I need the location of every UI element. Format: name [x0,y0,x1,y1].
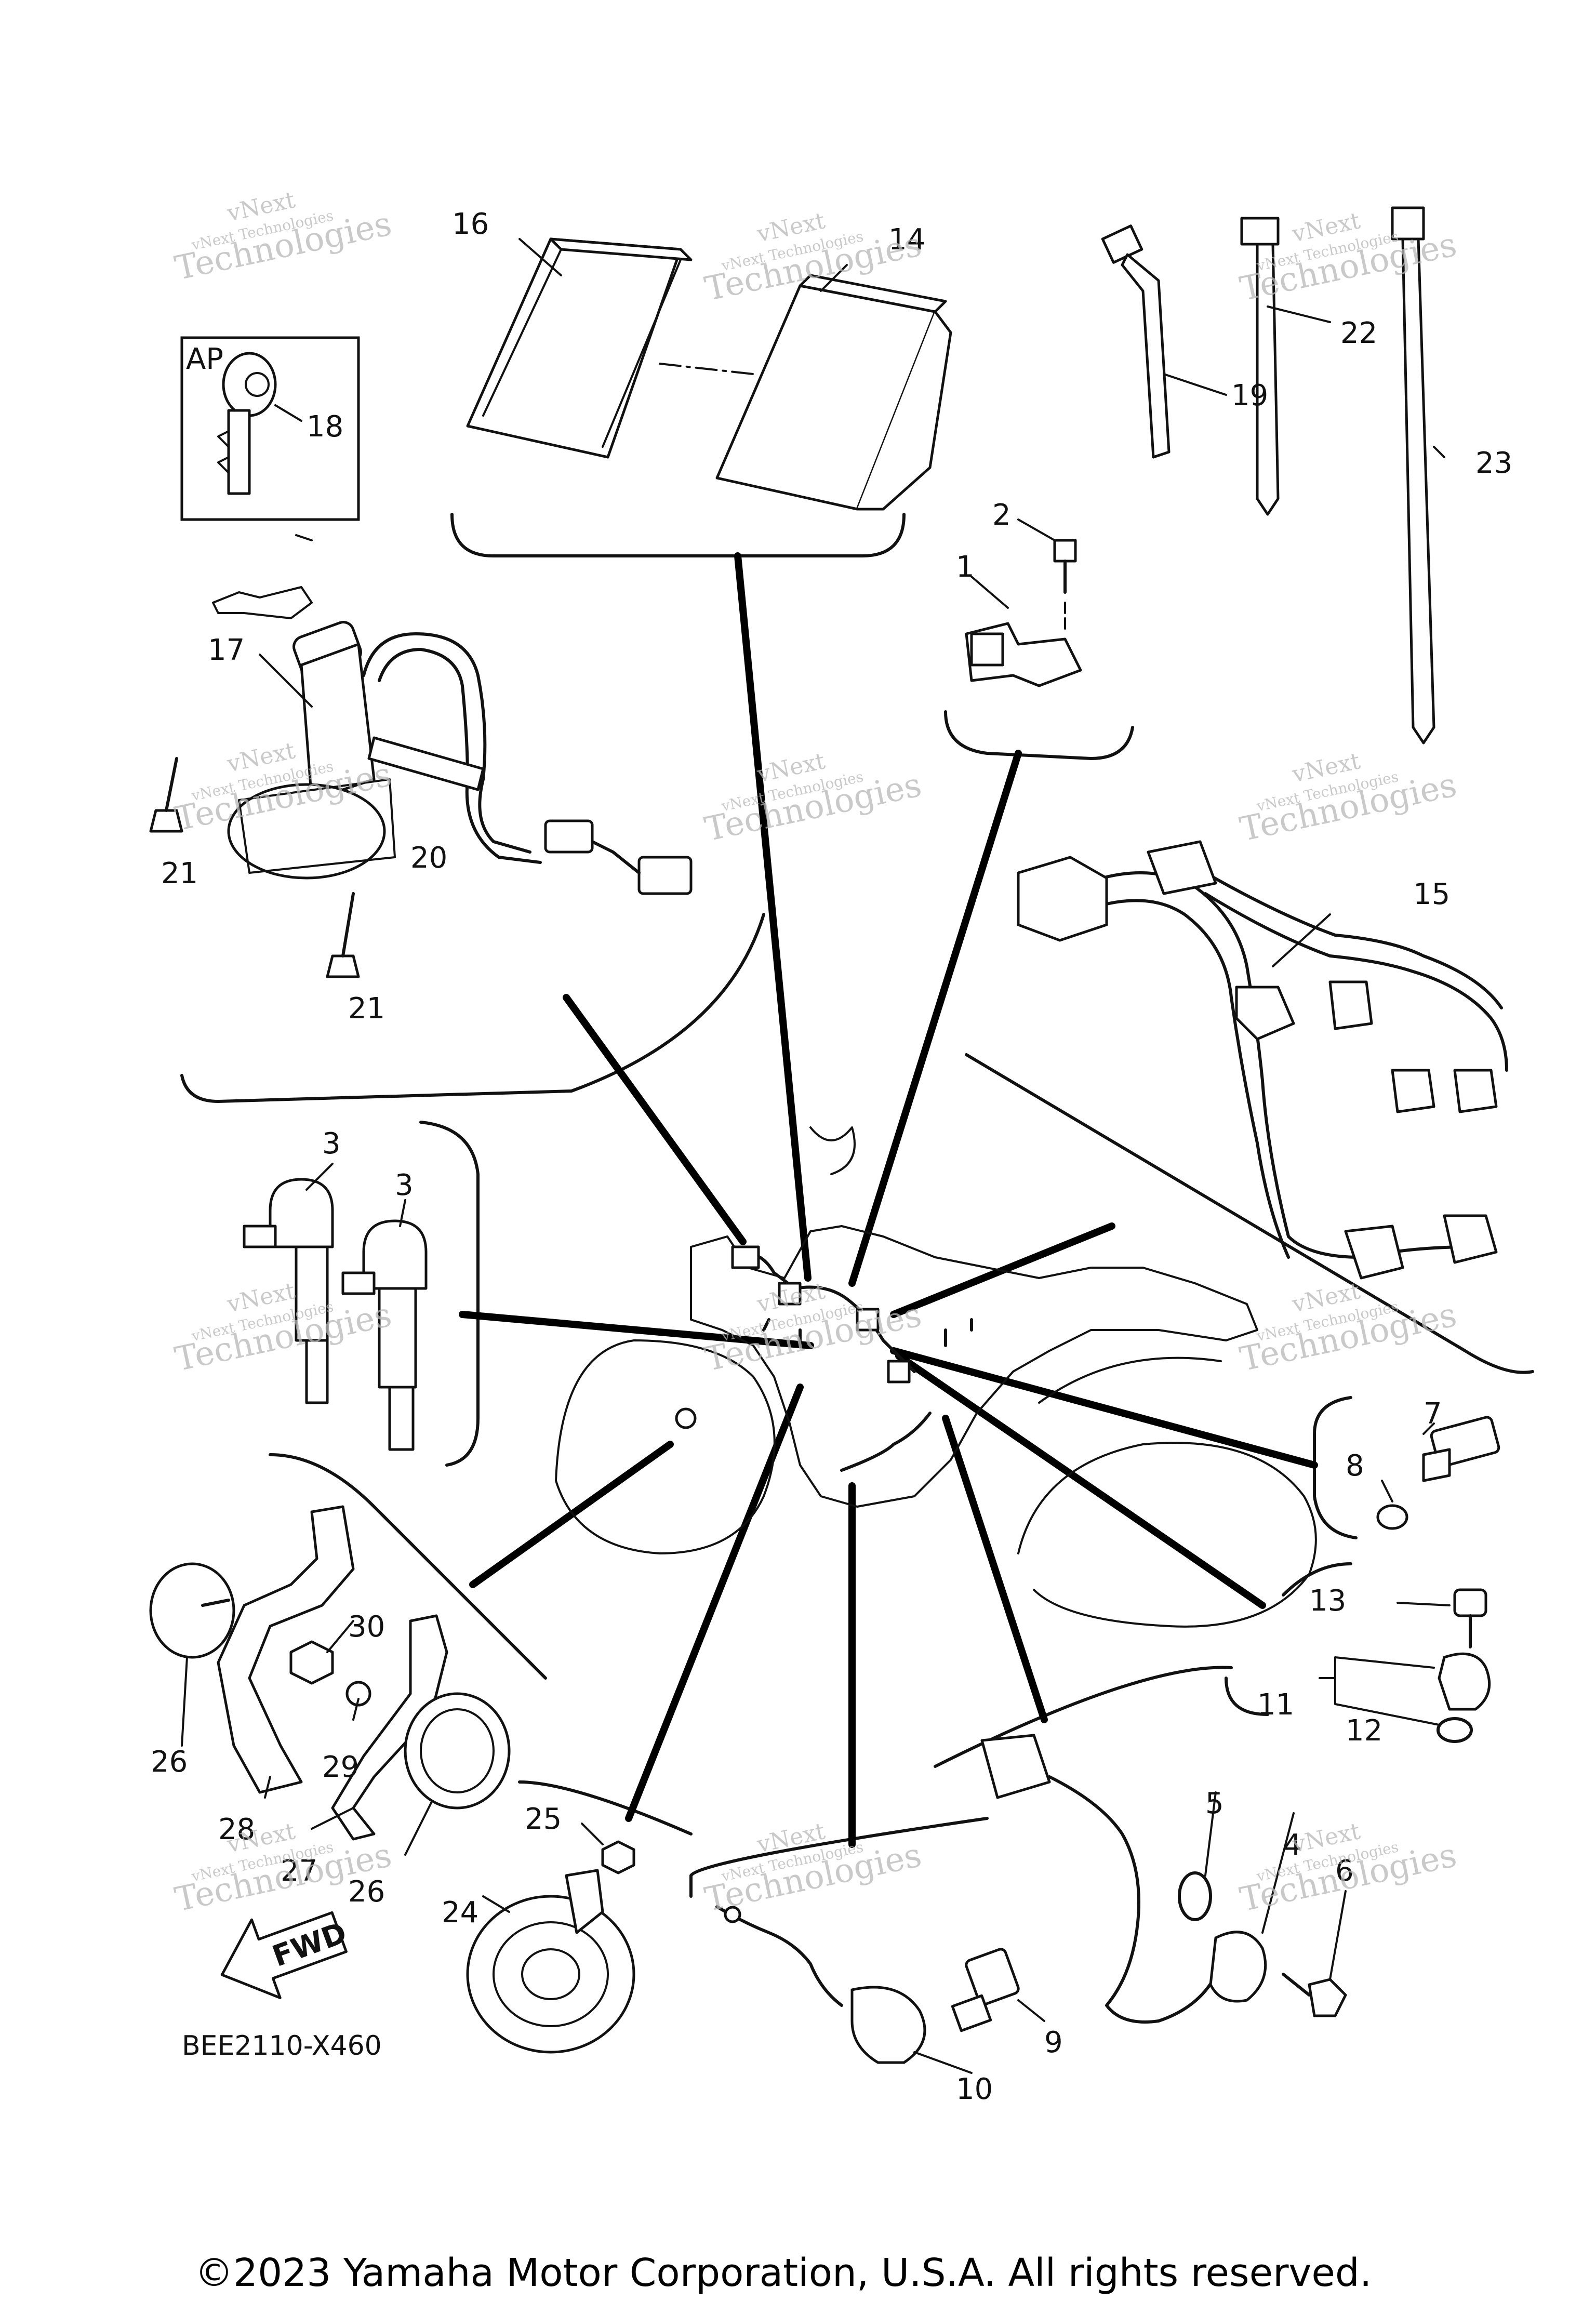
bolt-part-6 [1282,1973,1347,2017]
callout-numbers: 1 2 3 3 4 5 6 7 8 9 10 11 12 13 14 15 16… [151,207,1512,2106]
gasket-part-8 [1376,1504,1408,1530]
callout-29: 29 [322,1750,359,1784]
diagram-code: BEE2110-X460 [182,2030,382,2062]
callout-1: 1 [956,550,975,584]
callout-27: 27 [281,1854,317,1888]
cable-tie-part-23 [1391,206,1435,744]
callout-leaders [181,238,1451,2074]
ecu-part-14 [659,274,952,511]
callout-25: 25 [525,1802,562,1836]
cable-tie-part-22 [1240,217,1280,516]
watermark-9: vNext Technologies vNext Technologies [1236,1278,1460,1379]
callout-2: 2 [992,498,1011,532]
watermark-11: vNext Technologies vNext Technologies [701,1818,925,1919]
callout-9: 9 [1044,2026,1063,2059]
group-brackets [180,513,1534,1898]
copyright-notice: ©2023 Yamaha Motor Corporation, U.S.A. A… [195,2251,1372,2295]
bracket-part-27 [331,1614,448,1841]
callout-18: 18 [307,410,343,444]
bolt-part-29 [345,1681,371,1707]
motorcycle-outline [555,1126,1317,1628]
callout-12: 12 [1346,1714,1382,1748]
callout-11: 11 [1257,1688,1294,1722]
ignition-switch-part-17 [212,586,693,895]
callout-10: 10 [956,2072,993,2106]
callout-16: 16 [452,207,489,241]
callout-20: 20 [410,841,447,875]
watermark-1: vNext Technologies vNext Technologies [171,187,395,288]
callout-28: 28 [218,1813,255,1846]
ignition-key-icon [217,352,277,495]
callout-26a: 26 [151,1745,188,1779]
wire-harness-part-15 [1017,840,1508,1280]
sensor-part-10 [715,1905,926,2064]
callout-17: 17 [208,633,245,667]
callout-13: 13 [1309,1584,1346,1618]
callout-3b: 3 [395,1168,414,1202]
ignition-coil-part-3b [341,1219,428,1451]
nut-part-30 [289,1640,334,1685]
sensor-part-11 [1438,1652,1491,1711]
callout-19: 19 [1231,379,1268,413]
callout-5: 5 [1205,1787,1224,1820]
sensor-part-7 [1422,1416,1500,1482]
cover-part-26b [404,1692,511,1810]
ignition-coil-part-3a [243,1178,334,1404]
watermark-6: vNext Technologies vNext Technologies [1236,748,1460,849]
bracket-part-28 [217,1505,355,1794]
callout-14: 14 [888,223,925,257]
sensor-part-9 [951,1948,1020,2032]
callout-3a: 3 [322,1127,341,1161]
o-ring-part-12 [1437,1717,1473,1743]
ap-key-box: AP [180,336,360,521]
callout-24: 24 [442,1896,478,1930]
callout-30: 30 [348,1610,385,1644]
sensor-part-1 [965,539,1082,687]
forward-direction-arrow: FWD [220,1911,351,1999]
horn-part-24 [466,1869,635,2054]
bolt-part-13 [1453,1588,1487,1648]
watermark-5: vNext Technologies vNext Technologies [701,748,925,849]
callout-8: 8 [1346,1449,1364,1483]
ecu-case-part-16 [466,237,693,459]
callout-23: 23 [1475,446,1512,480]
callout-15: 15 [1413,877,1450,911]
callout-4: 4 [1283,1828,1302,1862]
callout-21a: 21 [161,857,198,890]
callout-22: 22 [1340,316,1377,350]
callout-26b: 26 [348,1875,385,1909]
connector-lines [459,552,1318,1848]
o-ring-part-5 [1178,1871,1212,1921]
callout-21b: 21 [348,992,385,1026]
sensor-part-4 [980,1734,1267,2024]
ap-box-label: AP [186,342,223,376]
cover-part-26a [149,1562,235,1659]
bolts-part-21 [149,757,360,978]
callout-6: 6 [1335,1854,1354,1888]
cable-tie-part-19 [1101,224,1171,459]
callout-7: 7 [1424,1397,1442,1431]
nut-part-25 [601,1840,635,1874]
